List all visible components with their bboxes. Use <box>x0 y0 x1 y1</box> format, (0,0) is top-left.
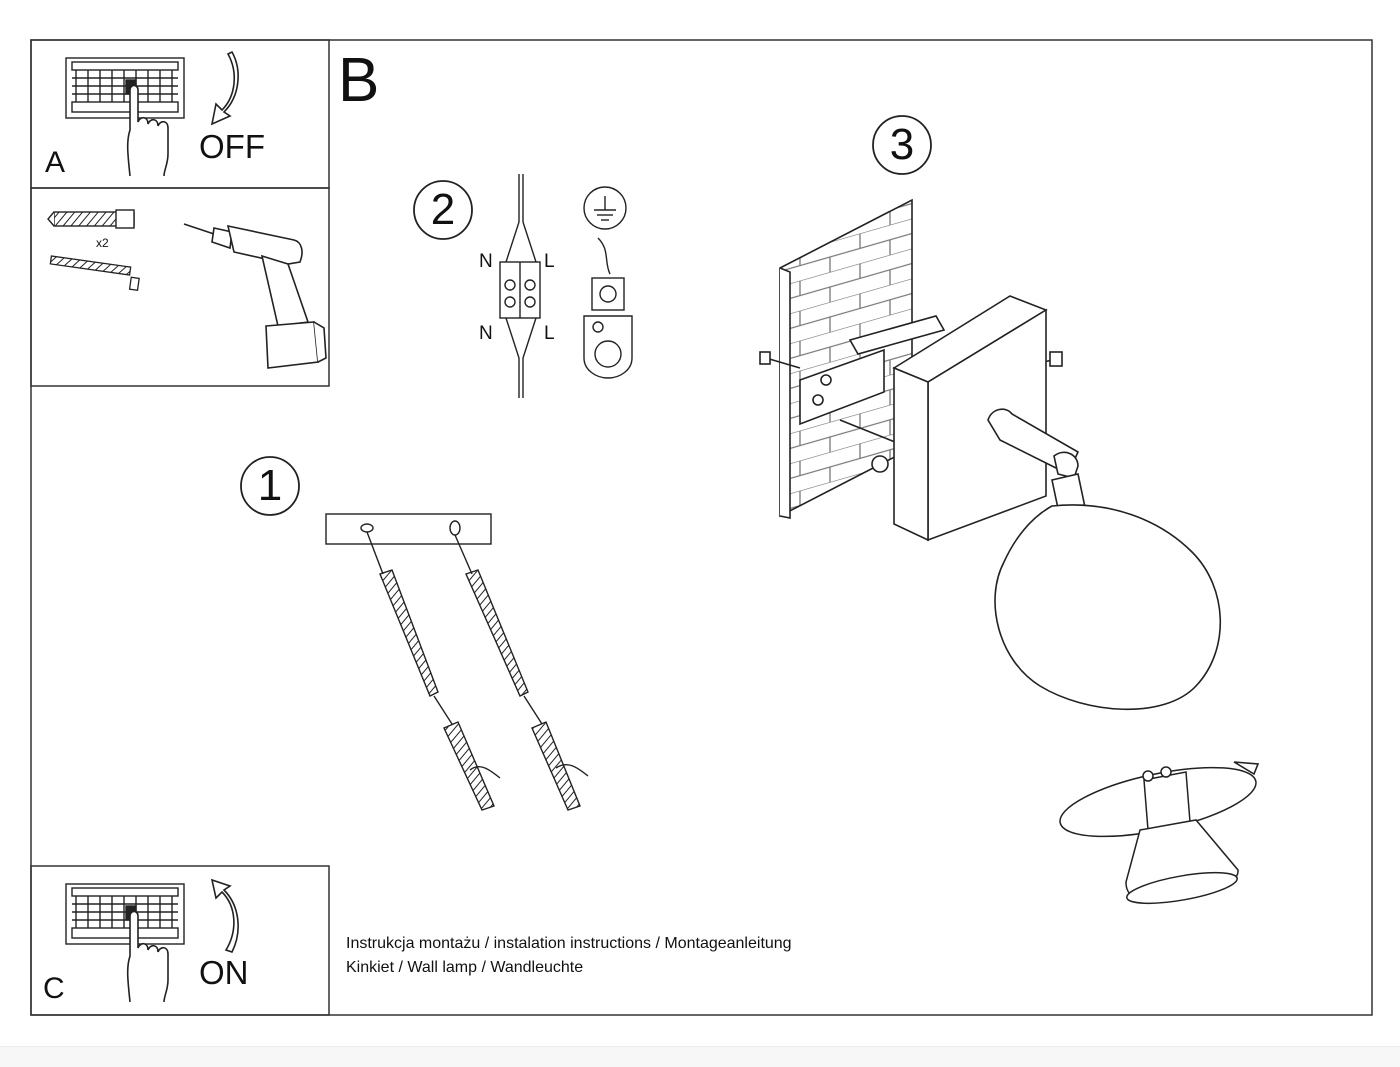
wall-plug-pair-icon <box>443 721 589 811</box>
step-2-number: 2 <box>430 185 456 234</box>
wire-live-top-label: L <box>544 251 555 272</box>
lamp-base-plate-icon <box>892 295 1048 542</box>
hand-icon <box>126 910 169 1003</box>
wire-live-bottom-label: L <box>544 323 555 344</box>
mounting-plate-icon <box>759 315 1063 473</box>
wall-lamp-icon <box>987 408 1222 711</box>
page-footer-strip <box>0 1046 1400 1067</box>
wire-neutral-top-label: N <box>479 251 493 272</box>
step-1-circle <box>240 456 300 516</box>
screw-icon <box>49 255 140 292</box>
ground-symbol-icon <box>583 186 627 230</box>
drill-icon <box>183 223 327 369</box>
panel-b-label: B <box>338 46 380 115</box>
off-label: OFF <box>199 128 265 165</box>
wall-plug-icon <box>47 209 135 229</box>
wire-neutral-bottom-label: N <box>479 323 493 344</box>
panel-c-frame <box>30 865 330 1016</box>
rotate-arrow-icon <box>1233 761 1260 776</box>
wall-icon <box>779 198 913 519</box>
terminal-block-icon <box>499 174 541 398</box>
screw-pair-icon <box>379 569 543 725</box>
caption-line-2: Kinkiet / Wall lamp / Wandleuchte <box>346 959 584 976</box>
curved-arrow-up-icon <box>210 878 239 953</box>
curved-arrow-down-icon <box>210 50 239 126</box>
step-3-circle <box>872 115 932 175</box>
breaker-panel-icon <box>65 57 185 119</box>
step-2-circle <box>413 180 473 240</box>
gu10-bulb-icon <box>1059 766 1257 905</box>
panel-tools-frame <box>30 187 330 387</box>
outer-frame <box>30 39 1373 1016</box>
panel-a-label: A <box>45 146 66 179</box>
panel-c-label: C <box>43 972 65 1005</box>
step-3-number: 3 <box>889 120 915 169</box>
on-label: ON <box>199 954 249 991</box>
quantity-label: x2 <box>96 236 109 250</box>
breaker-panel-icon <box>65 883 185 945</box>
hand-icon <box>126 84 169 177</box>
caption-line-1: Instrukcja montażu / instalation instruc… <box>346 935 792 952</box>
mounting-bar-icon <box>325 513 492 575</box>
ground-terminal-icon <box>583 237 633 379</box>
step-1-number: 1 <box>257 461 283 510</box>
sheet-frames <box>30 39 1373 1016</box>
